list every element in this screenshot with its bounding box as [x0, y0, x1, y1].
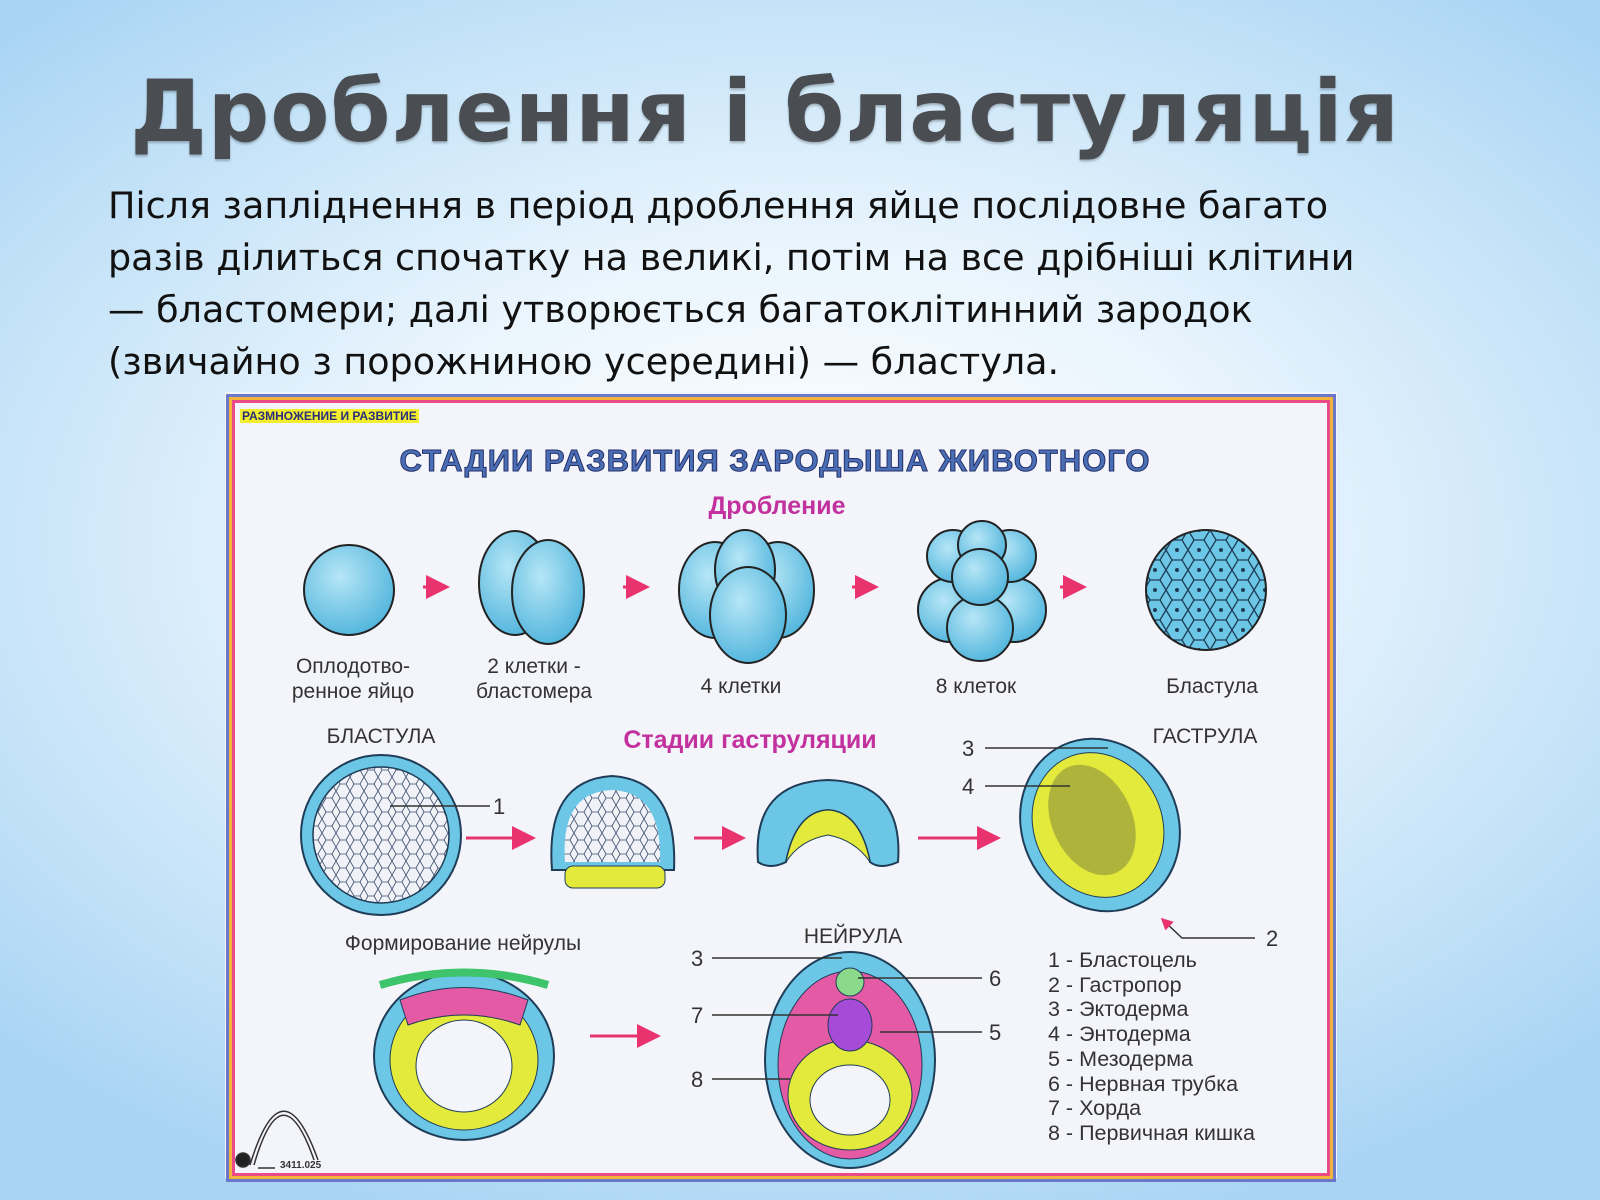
callout-number: 1 [493, 794, 506, 819]
arrow-icon [423, 575, 1087, 1048]
diagram-title: СТАДИИ РАЗВИТИЯ ЗАРОДЫША ЖИВОТНОГО [399, 443, 1151, 479]
stage-label-line: бластомера [475, 680, 593, 703]
neurula-icon [712, 951, 982, 1169]
gastrula-label: ГАСТРУЛА [1152, 725, 1258, 748]
stage-label-line: 2 клетки - [487, 655, 581, 678]
blastula-label: БЛАСТУЛА [326, 725, 436, 748]
catalog-number: 3411.025 [280, 1160, 322, 1171]
stage-label-two-cells: 2 клетки - бластомера [476, 654, 592, 704]
paragraph-line: — бластомери; далі утворюється багатоклі… [108, 288, 1253, 331]
paragraph-line: (звичайно з порожниною усередині) — блас… [108, 340, 1060, 383]
legend-item: 3 - Эктодерма [1048, 997, 1189, 1022]
legend-item: 7 - Хорда [1048, 1096, 1142, 1121]
publisher-logo-icon [235, 1110, 319, 1169]
cleavage-heading: Дробление [708, 492, 846, 520]
callout-number: 3 [691, 946, 704, 971]
stage-label-line: Оплодотво- [295, 655, 411, 678]
four-cell-icon [678, 529, 815, 664]
paragraph-line: Після запліднення в період дроблення яйц… [108, 184, 1329, 227]
legend-item: 1 - Бластоцель [1048, 948, 1197, 972]
stage-label-four-cells: 4 клетки [700, 675, 782, 698]
stage-label-line: ренное яйцо [291, 680, 415, 703]
gastrula-icon [985, 737, 1255, 939]
diagram-frame [229, 397, 1333, 1179]
fertilized-egg-icon [303, 544, 395, 636]
neurula-label: НЕЙРУЛА [803, 925, 903, 948]
early-gastrula-icon [550, 774, 676, 889]
neurula-formation-icon [373, 968, 555, 1141]
paragraph-line: разів ділиться спочатку на великі, потім… [108, 236, 1355, 279]
stage-label-eight-cells: 8 клеток [935, 675, 1017, 698]
callout-number: 2 [1266, 926, 1279, 951]
legend-item: 6 - Нервная трубка [1048, 1071, 1239, 1096]
legend-item: 5 - Мезодерма [1048, 1046, 1193, 1071]
legend-item: 4 - Энтодерма [1048, 1022, 1191, 1047]
legend-item: 2 - Гастропор [1048, 972, 1182, 997]
callout-number: 6 [989, 966, 1002, 991]
callout-number: 5 [989, 1020, 1002, 1045]
stage-label-blastula: Бластула [1166, 675, 1258, 698]
two-cell-icon [478, 530, 585, 645]
mid-gastrula-icon [756, 778, 900, 867]
section-tag: РАЗМНОЖЕНИЕ И РАЗВИТИЕ [240, 409, 419, 423]
callout-number: 7 [691, 1003, 704, 1028]
slide-title: Дроблення і бластуляція [130, 62, 1400, 162]
blastula-section-icon [300, 754, 490, 916]
stage-label-egg: Оплодотво- ренное яйцо [292, 654, 414, 704]
blastula-surface-icon [1145, 529, 1267, 651]
neurula-formation-label: Формирование нейрулы [344, 932, 582, 955]
legend: 1 - Бластоцель 2 - Гастропор 3 - Эктодер… [1048, 948, 1255, 1146]
eight-cell-icon [917, 520, 1047, 662]
callout-number: 4 [962, 774, 975, 799]
legend-item: 8 - Первичная кишка [1048, 1120, 1256, 1145]
gastrulation-heading: Стадии гаструляции [623, 726, 877, 754]
callout-number: 3 [962, 736, 975, 761]
callout-number: 8 [691, 1067, 704, 1092]
